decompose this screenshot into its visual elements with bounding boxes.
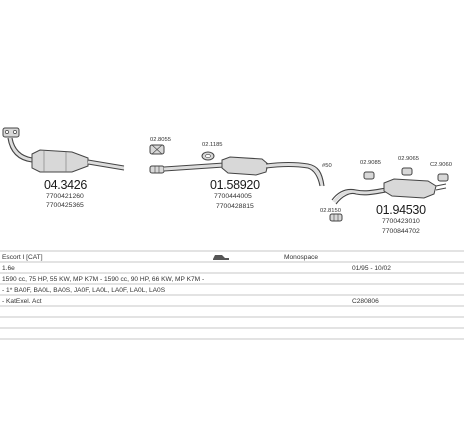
table-cell-note: - KatExel. Act bbox=[2, 298, 42, 305]
part-code-rear-silencer: 01.94530 bbox=[376, 203, 426, 217]
table-row: 1.6e 01/95 - 10/02 bbox=[2, 265, 391, 272]
oem-ref-rear-silencer-2: 7700844702 bbox=[382, 228, 420, 235]
table-row: Escort I [CAT] Monospace bbox=[2, 254, 318, 261]
oem-ref-middle-silencer-1: 7700444005 bbox=[214, 193, 252, 200]
accessory-code-7: 02.8150 bbox=[320, 208, 341, 214]
accessory-code-3: #50 bbox=[322, 163, 332, 169]
rear-hanger-icon-3 bbox=[437, 173, 449, 182]
table-row: - KatExel. Act C280806 bbox=[2, 298, 379, 305]
gasket-icon bbox=[201, 151, 215, 161]
rear-silencer-icon bbox=[383, 178, 437, 199]
rear-hanger-icon-1 bbox=[363, 171, 375, 180]
oem-ref-front-pipe-2: 7700425365 bbox=[46, 202, 84, 209]
manifold-flange-icon bbox=[2, 127, 20, 138]
part-code-middle-silencer: 01.58920 bbox=[210, 178, 260, 192]
application-table: Escort I [CAT] Monospace 1.6e 01/95 - 10… bbox=[0, 250, 464, 340]
table-cell-vehicle: Escort I [CAT] bbox=[2, 254, 43, 261]
catalytic-converter-icon bbox=[31, 149, 89, 173]
oem-ref-middle-silencer-2: 7700428815 bbox=[216, 203, 254, 210]
table-cell-codes: - 1* BA0F, BA0L, BA0S, JA0F, LA0L, LA0F,… bbox=[2, 287, 166, 294]
middle-silencer-assembly bbox=[149, 156, 325, 187]
table-cell-years: 01/95 - 10/02 bbox=[352, 265, 391, 272]
table-cell-body: Monospace bbox=[284, 254, 318, 261]
oem-ref-rear-silencer-1: 7700423010 bbox=[382, 218, 420, 225]
rear-silencer-assembly bbox=[331, 178, 447, 205]
table-cell-engine: 1.6e bbox=[2, 265, 15, 272]
front-pipe-catalyst-assembly bbox=[2, 127, 125, 173]
table-row: 1590 cc, 75 HP, 55 KW, MP K7M - 1590 cc,… bbox=[2, 276, 204, 283]
accessory-code-1: 02.8055 bbox=[150, 137, 171, 143]
table-cell-specs: 1590 cc, 75 HP, 55 KW, MP K7M - 1590 cc,… bbox=[2, 276, 204, 283]
accessory-code-5: 02.9065 bbox=[398, 156, 419, 162]
rear-hanger-icon-2 bbox=[401, 167, 413, 176]
table-row: - 1* BA0F, BA0L, BA0S, JA0F, LA0L, LA0F,… bbox=[2, 287, 166, 294]
hanger-rubber-icon bbox=[149, 144, 165, 155]
car-icon bbox=[213, 255, 229, 260]
pipe-clamp-icon bbox=[149, 165, 165, 174]
middle-silencer-icon bbox=[221, 156, 269, 176]
accessory-code-4: 02.9085 bbox=[360, 160, 381, 166]
table-cell-set-code: C280806 bbox=[352, 298, 379, 305]
part-code-front-pipe: 04.3426 bbox=[44, 178, 87, 192]
oem-ref-front-pipe-1: 7700421260 bbox=[46, 193, 84, 200]
accessory-code-6: C2.9060 bbox=[430, 162, 452, 168]
accessory-code-2: 02.1185 bbox=[202, 142, 223, 148]
rear-clamp-icon bbox=[329, 213, 343, 222]
